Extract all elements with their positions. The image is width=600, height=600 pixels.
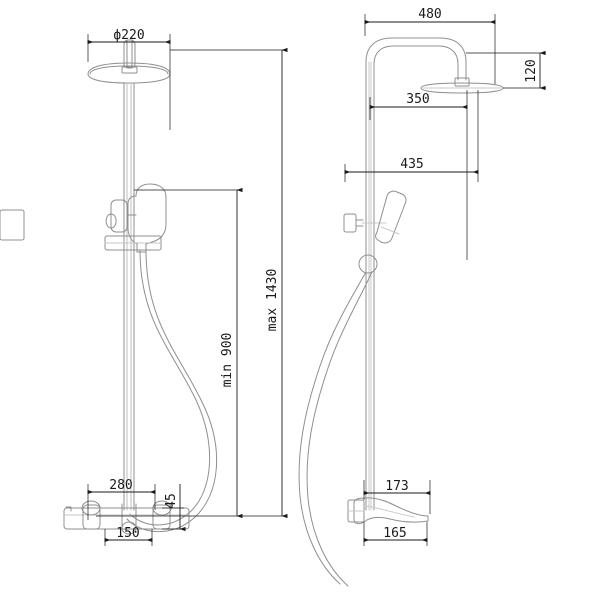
front-shower-hose [126, 249, 218, 533]
dim-label-max1430: max 1430 [265, 269, 280, 332]
dim-350 [369, 90, 468, 260]
front-mixer-body [63, 500, 190, 535]
front-view-dimensions [87, 34, 288, 546]
dim-max1430 [96, 47, 288, 519]
side-view [0, 37, 504, 587]
dim-label-dia220: ф220 [113, 28, 144, 43]
side-diverter-block [0, 209, 387, 241]
side-dimension-labels: 480 120 350 435 173 165 [383, 7, 539, 541]
dim-label-120: 120 [524, 59, 539, 82]
front-slider-bracket [104, 199, 162, 251]
dim-label-150: 150 [116, 526, 139, 541]
dim-280 [87, 484, 156, 520]
dim-label-350: 350 [406, 92, 429, 107]
front-riser-rail [123, 82, 135, 511]
dim-label-435: 435 [400, 157, 423, 172]
dim-label-min900: min 900 [220, 333, 235, 388]
dim-435 [344, 90, 479, 182]
dim-150 [104, 529, 153, 546]
side-view-dimensions [344, 14, 546, 546]
dim-min900 [134, 187, 243, 519]
side-spout [347, 497, 429, 525]
front-dimension-labels: ф220 max 1430 min 900 280 150 45 [109, 28, 280, 541]
side-hand-shower [375, 190, 407, 244]
dim-label-45: 45 [164, 493, 179, 509]
dim-120 [466, 50, 546, 91]
dim-45 [162, 484, 186, 532]
dim-label-165: 165 [383, 526, 406, 541]
dim-label-280: 280 [109, 478, 132, 493]
front-view [63, 39, 218, 535]
dim-label-173: 173 [385, 479, 408, 494]
dim-173 [363, 480, 431, 514]
dim-480 [364, 14, 496, 84]
dim-165 [363, 522, 428, 546]
dim-label-480: 480 [418, 7, 441, 22]
side-riser-and-arm [365, 37, 467, 511]
side-hose-ring [358, 254, 378, 274]
side-shower-hose [298, 271, 373, 587]
